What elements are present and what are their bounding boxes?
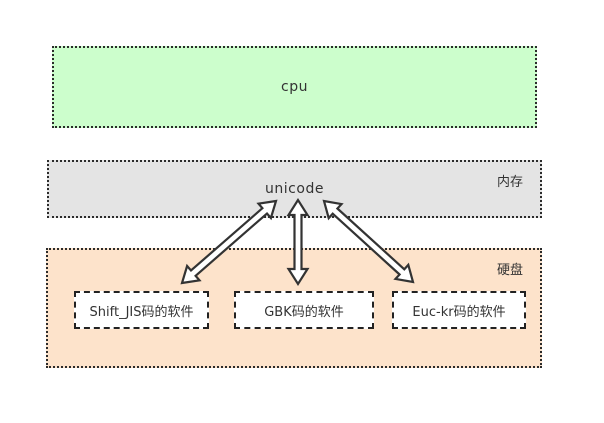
cpu-box: cpu: [52, 46, 537, 128]
software-label-euc-kr: Euc-kr码的软件: [412, 304, 506, 320]
disk-region-label: 硬盘: [496, 263, 523, 278]
software-label-gbk: GBK码的软件: [264, 304, 344, 320]
software-box-gbk: GBK码的软件: [234, 291, 374, 329]
software-box-euc-kr: Euc-kr码的软件: [392, 291, 526, 329]
memory-region-label: 内存: [496, 175, 523, 190]
software-box-shift-jis: Shift_JIS码的软件: [74, 291, 209, 329]
unicode-label: unicode: [265, 181, 324, 197]
disk-box: 硬盘 Shift_JIS码的软件 GBK码的软件 Euc-kr码的软件: [46, 248, 542, 368]
cpu-label: cpu: [281, 79, 308, 95]
software-label-shift-jis: Shift_JIS码的软件: [89, 304, 194, 320]
memory-box: unicode 内存: [47, 160, 542, 218]
